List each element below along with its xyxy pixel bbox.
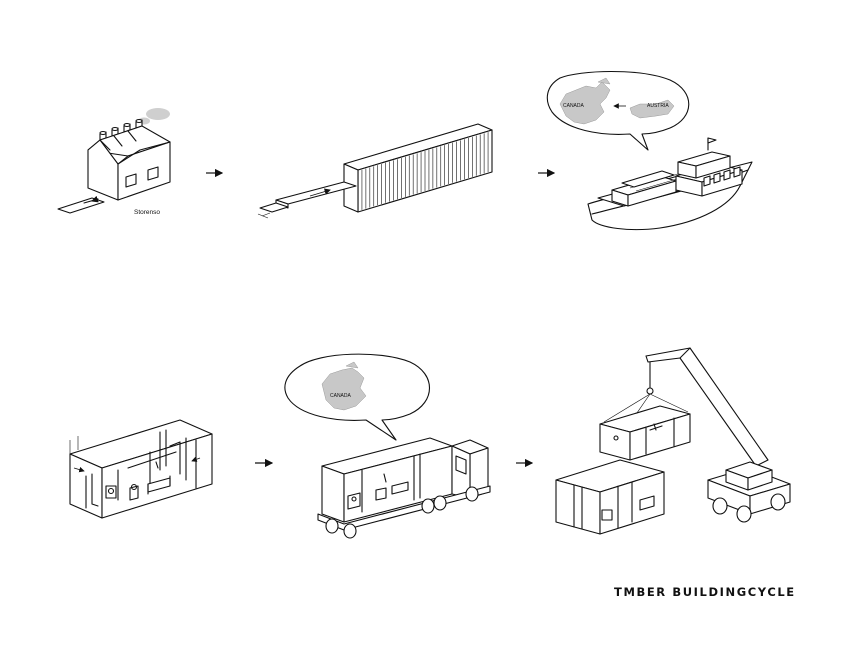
canada-map	[559, 81, 611, 125]
truck-wheels	[325, 486, 479, 539]
truck-illustration: CANADA	[284, 353, 491, 539]
crane-assembly-illustration	[555, 347, 791, 535]
timber-panels-illustration	[257, 123, 493, 219]
smoke-puff	[146, 108, 170, 120]
diagram-title: TMBER BUILDINGCYCLE	[614, 585, 796, 599]
canada-map	[321, 367, 367, 411]
ship-illustration: CANADA AUSTRIA	[546, 71, 753, 231]
panel-grain-lines	[361, 132, 489, 210]
austria-map	[629, 99, 675, 119]
factory-label: Storenso	[134, 209, 160, 216]
factory-illustration: Storenso	[57, 108, 171, 216]
canada-label: CANADA	[330, 393, 352, 399]
canada-label: CANADA	[563, 103, 585, 109]
austria-label: AUSTRIA	[647, 103, 669, 109]
module-illustration	[69, 419, 213, 519]
